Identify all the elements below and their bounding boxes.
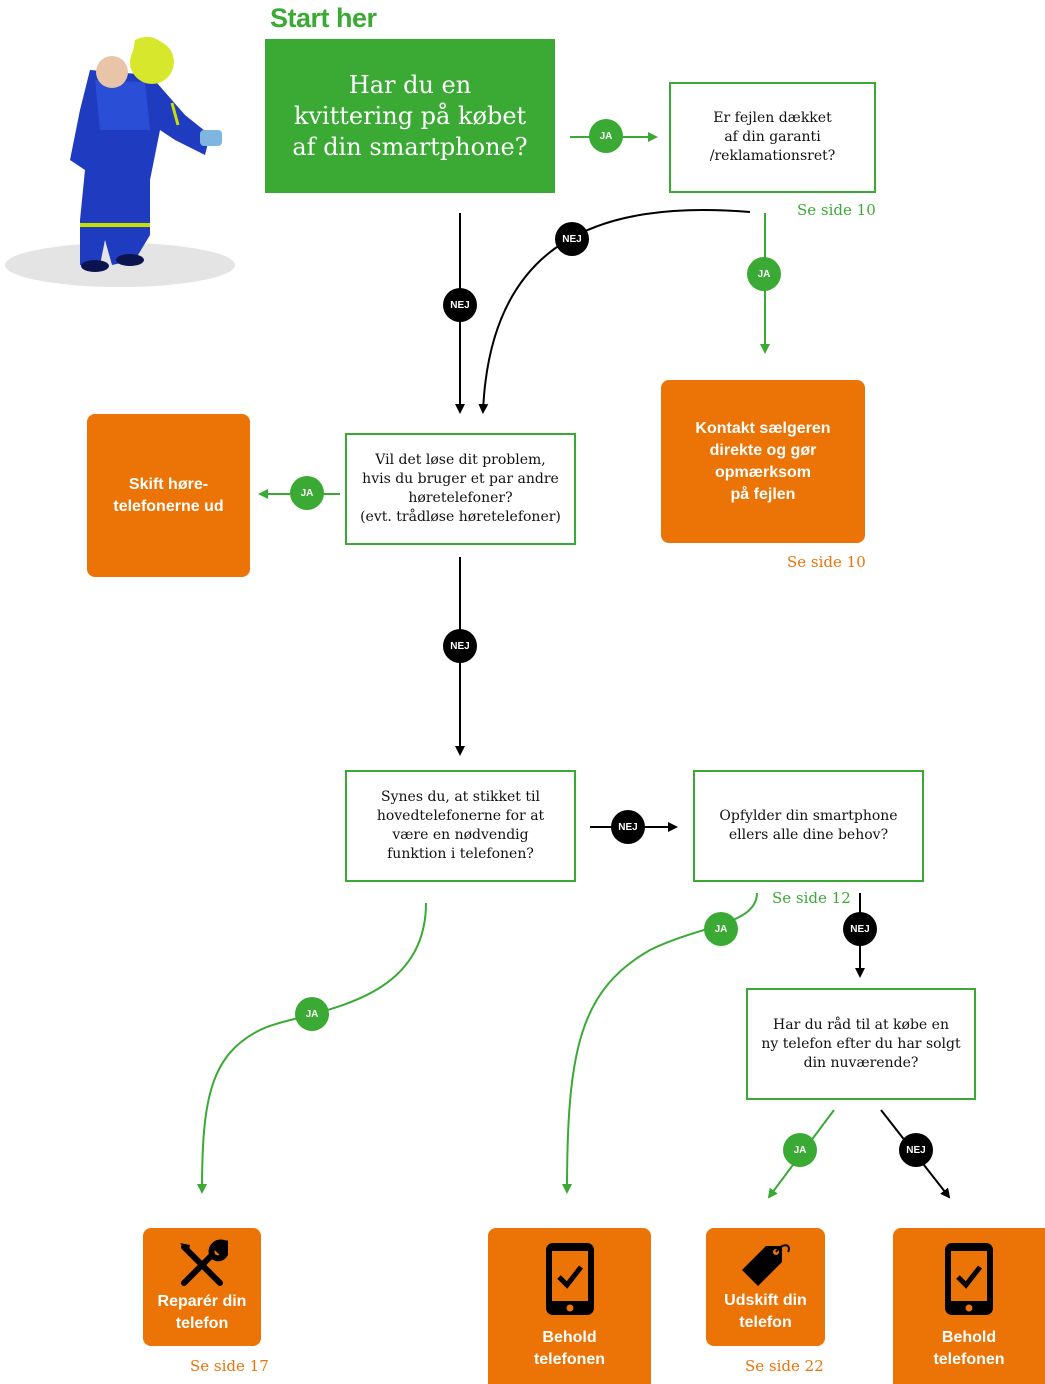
arrow-needs-to-keep bbox=[562, 892, 758, 1194]
yes-badge: JA bbox=[295, 997, 329, 1031]
keep-phone-label-2: Behold telefonen bbox=[933, 1329, 1005, 1368]
price-tag-icon bbox=[741, 1244, 790, 1286]
jack-question-box: Synes du, at stikket til hovedtelefonern… bbox=[345, 770, 576, 882]
no-badge: NEJ bbox=[843, 912, 877, 946]
replace-page-ref: Se side 22 bbox=[745, 1357, 824, 1375]
no-badge: NEJ bbox=[611, 810, 645, 844]
arrow-jack-to-repair bbox=[197, 902, 427, 1194]
contact-page-ref: Se side 10 bbox=[787, 553, 866, 571]
repair-phone-label: Reparér din telefon bbox=[157, 1293, 247, 1332]
yes-badge: JA bbox=[589, 119, 623, 153]
headphones-question-box: Vil det løse dit problem, hvis du bruger… bbox=[345, 433, 576, 545]
warranty-page-ref: Se side 10 bbox=[797, 201, 876, 219]
yes-badge: JA bbox=[704, 912, 738, 946]
contact-seller-box: Kontakt sælgeren direkte og gør opmærkso… bbox=[661, 380, 865, 543]
afford-question-box: Har du råd til at købe en ny telefon eft… bbox=[746, 988, 976, 1100]
no-badge: NEJ bbox=[443, 288, 477, 322]
phone-check-icon bbox=[945, 1243, 993, 1315]
keep-phone-box-2: Behold telefonen bbox=[893, 1228, 1045, 1384]
warranty-question-box: Er fejlen dækket af din garanti /reklama… bbox=[669, 82, 876, 193]
needs-question-box: Opfylder din smartphone ellers alle dine… bbox=[693, 770, 924, 882]
yes-badge: JA bbox=[290, 476, 324, 510]
start-title: Start her bbox=[270, 3, 377, 33]
tools-icon bbox=[180, 1239, 228, 1286]
repair-page-ref: Se side 17 bbox=[190, 1357, 269, 1375]
replace-phone-box: Udskift din telefon bbox=[706, 1228, 825, 1346]
worker-figure bbox=[5, 36, 235, 287]
yes-badge: JA bbox=[783, 1133, 817, 1167]
keep-phone-label-1: Behold telefonen bbox=[533, 1329, 606, 1368]
needs-page-ref: Se side 12 bbox=[772, 889, 851, 907]
no-badge: NEJ bbox=[899, 1133, 933, 1167]
start-question-box: Har du en kvittering på købet af din sma… bbox=[265, 39, 555, 193]
yes-badge: JA bbox=[747, 257, 781, 291]
repair-phone-box: Reparér din telefon bbox=[143, 1228, 261, 1346]
phone-check-icon bbox=[545, 1243, 594, 1315]
no-badge: NEJ bbox=[443, 629, 477, 663]
no-badge: NEJ bbox=[555, 222, 589, 256]
keep-phone-box-1: Behold telefonen bbox=[488, 1228, 651, 1384]
replace-phone-label: Udskift din telefon bbox=[724, 1292, 807, 1331]
swap-headphones-box: Skift høre- telefonerne ud bbox=[87, 414, 250, 577]
